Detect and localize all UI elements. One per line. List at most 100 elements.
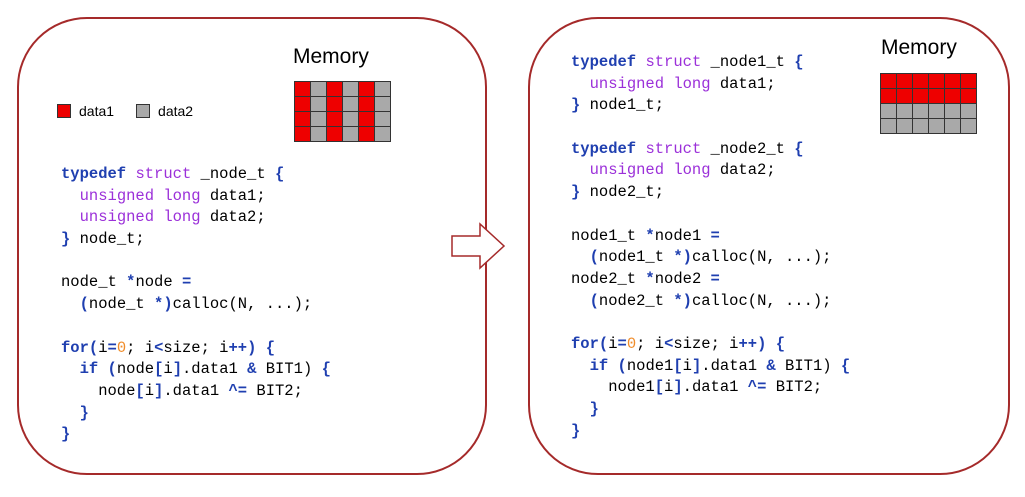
legend-label-data1: data1 <box>79 103 115 119</box>
code-token <box>571 357 590 375</box>
code-line <box>571 312 850 334</box>
code-token <box>571 292 590 310</box>
right-memory-cell-data2 <box>881 104 897 119</box>
code-token: *) <box>673 248 692 267</box>
code-token: data2; <box>710 161 776 180</box>
code-line: unsigned long data1; <box>61 186 331 208</box>
code-token: ( <box>589 291 599 310</box>
right-memory-cell-data2 <box>961 104 977 119</box>
code-token <box>61 187 80 205</box>
code-token: & <box>247 360 257 379</box>
left-memory-cell-data1 <box>359 82 375 97</box>
left-memory-cell-data1 <box>327 127 343 142</box>
code-token: ++) { <box>228 338 276 357</box>
right-memory-cell-data1 <box>929 89 945 104</box>
left-memory-cell-data1 <box>327 112 343 127</box>
right-memory-cell-data1 <box>881 74 897 89</box>
code-line: unsigned long data1; <box>571 74 850 96</box>
code-token: = <box>710 269 720 288</box>
code-token: ; i <box>126 338 155 357</box>
code-line: unsigned long data2; <box>61 207 331 229</box>
code-token: ( <box>107 360 117 379</box>
code-token: typedef <box>571 139 637 158</box>
legend-item-data2: data2 <box>136 103 193 119</box>
code-token: < <box>154 338 164 357</box>
code-token: node <box>61 381 136 400</box>
right-memory-cell-data2 <box>897 119 913 134</box>
code-line: (node_t *)calloc(N, ...); <box>61 294 331 316</box>
code-line: node1_t *node1 = <box>571 226 850 248</box>
code-token: node2_t; <box>580 183 665 202</box>
code-token: node <box>135 273 182 292</box>
code-token: typedef <box>571 53 637 71</box>
code-token: i <box>144 381 155 400</box>
right-memory-cell-data2 <box>961 119 977 134</box>
code-token <box>571 161 590 179</box>
code-token: ] <box>691 356 702 375</box>
code-token: i <box>682 356 692 375</box>
right-code-block: typedef struct _node1_t { unsigned long … <box>571 52 850 442</box>
code-line: } <box>571 421 850 443</box>
code-token <box>61 295 80 313</box>
code-token: i <box>608 334 618 353</box>
code-token: *) <box>673 291 692 310</box>
code-token: calloc(N, ...); <box>172 295 313 314</box>
right-memory-cell-data1 <box>913 89 929 104</box>
code-token: _node1_t <box>701 53 795 71</box>
code-token: node1_t <box>598 248 674 267</box>
code-token: ( <box>79 295 89 314</box>
code-token: ( <box>88 338 99 357</box>
code-token: BIT2; <box>766 378 823 397</box>
left-memory-cell-data2 <box>343 82 359 97</box>
left-memory-cell-data1 <box>327 82 343 97</box>
right-memory-cell-data1 <box>961 89 977 104</box>
code-token: *) <box>154 295 173 314</box>
right-memory-cell-data1 <box>897 74 913 89</box>
code-token: ++) { <box>738 334 786 353</box>
code-token: = <box>107 338 117 357</box>
left-memory-cell-data1 <box>359 97 375 112</box>
code-token: [ <box>154 360 164 379</box>
code-token <box>98 360 107 378</box>
left-memory-cell-data2 <box>375 97 391 112</box>
code-token: data2; <box>200 208 266 227</box>
code-line: } node1_t; <box>571 95 850 117</box>
code-token: { <box>794 53 804 71</box>
right-memory-cell-data1 <box>945 74 961 89</box>
right-memory-cell-data1 <box>913 74 929 89</box>
right-memory-cell-data1 <box>945 89 961 104</box>
code-token: calloc(N, ...); <box>691 291 832 310</box>
code-token: struct <box>135 165 192 183</box>
left-memory-cell-data2 <box>311 82 327 97</box>
code-token: ( <box>598 334 609 353</box>
code-line <box>61 316 331 338</box>
code-line: } <box>571 399 850 421</box>
left-memory-cell-data2 <box>311 112 327 127</box>
code-token: ; i <box>636 334 665 353</box>
code-line: for(i=0; i<size; i++) { <box>571 334 850 356</box>
code-token: 0 <box>626 334 637 353</box>
code-token: node1_t; <box>580 96 665 115</box>
code-token: unsigned long <box>79 186 201 205</box>
left-memory-cell-data2 <box>343 112 359 127</box>
code-token: BIT2; <box>247 381 303 400</box>
code-line <box>571 204 850 226</box>
code-line: } <box>61 424 331 446</box>
code-line: typedef struct _node1_t { <box>571 52 850 74</box>
right-memory-cell-data2 <box>881 119 897 134</box>
code-token: size; i <box>163 338 229 357</box>
code-line: } node_t; <box>61 229 331 251</box>
code-token: ] <box>673 378 683 397</box>
legend: data1 data2 <box>57 103 215 119</box>
code-token: } <box>79 403 89 422</box>
left-panel: Memory data1 data2 typedef struct _node_… <box>17 17 487 475</box>
code-token: * <box>645 269 655 288</box>
code-token: = <box>710 226 720 245</box>
code-token: data1; <box>200 186 266 205</box>
code-token <box>608 357 617 375</box>
right-memory-cell-data2 <box>929 104 945 119</box>
code-token: } <box>571 96 581 115</box>
code-token: data1; <box>710 74 776 93</box>
code-token: if <box>79 360 99 379</box>
right-memory-cell-data2 <box>929 119 945 134</box>
